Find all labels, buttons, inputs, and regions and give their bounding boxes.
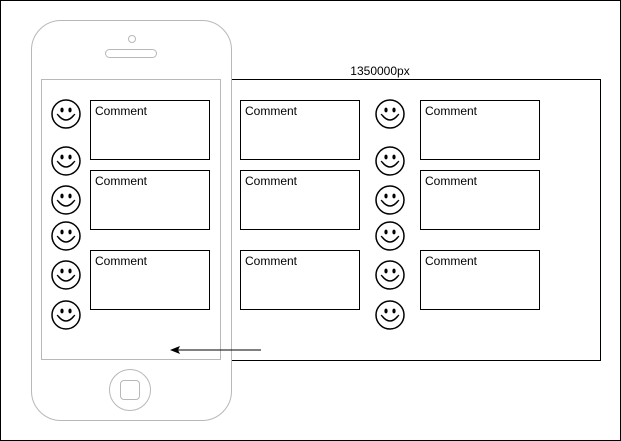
smiley-face-icon <box>375 99 405 129</box>
comment-label: Comment <box>95 104 148 118</box>
smiley-face-icon <box>51 185 81 215</box>
comment-label: Comment <box>245 104 298 118</box>
comment-label: Comment <box>95 174 148 188</box>
comment-label: Comment <box>245 174 298 188</box>
comment-label: Comment <box>425 254 478 268</box>
smiley-face-icon <box>51 260 81 290</box>
home-button-square-icon <box>120 380 140 400</box>
comment-label: Comment <box>425 104 478 118</box>
comment-box: Comment <box>420 170 540 230</box>
phone-home-button <box>109 369 151 411</box>
phone-camera-icon <box>128 35 136 43</box>
smiley-face-icon <box>375 300 405 330</box>
comment-box: Comment <box>420 100 540 160</box>
canvas-width-label: 1350000px <box>350 64 410 78</box>
comment-box: Comment <box>420 250 540 310</box>
phone-speaker-icon <box>105 49 157 58</box>
smiley-face-icon <box>375 260 405 290</box>
comment-label: Comment <box>245 254 298 268</box>
smiley-face-icon <box>51 99 81 129</box>
comment-box: Comment <box>90 250 210 310</box>
smiley-face-icon <box>51 300 81 330</box>
comment-box: Comment <box>240 170 360 230</box>
comment-label: Comment <box>425 174 478 188</box>
comment-box: Comment <box>240 250 360 310</box>
comment-box: Comment <box>90 170 210 230</box>
wide-content-canvas <box>230 79 601 361</box>
smiley-face-icon <box>51 221 81 251</box>
comment-box: Comment <box>90 100 210 160</box>
smiley-face-icon <box>375 221 405 251</box>
smiley-face-icon <box>375 146 405 176</box>
comment-box: Comment <box>240 100 360 160</box>
phone-screen-viewport <box>41 79 221 360</box>
comment-label: Comment <box>95 254 148 268</box>
smiley-face-icon <box>375 185 405 215</box>
smiley-face-icon <box>51 146 81 176</box>
